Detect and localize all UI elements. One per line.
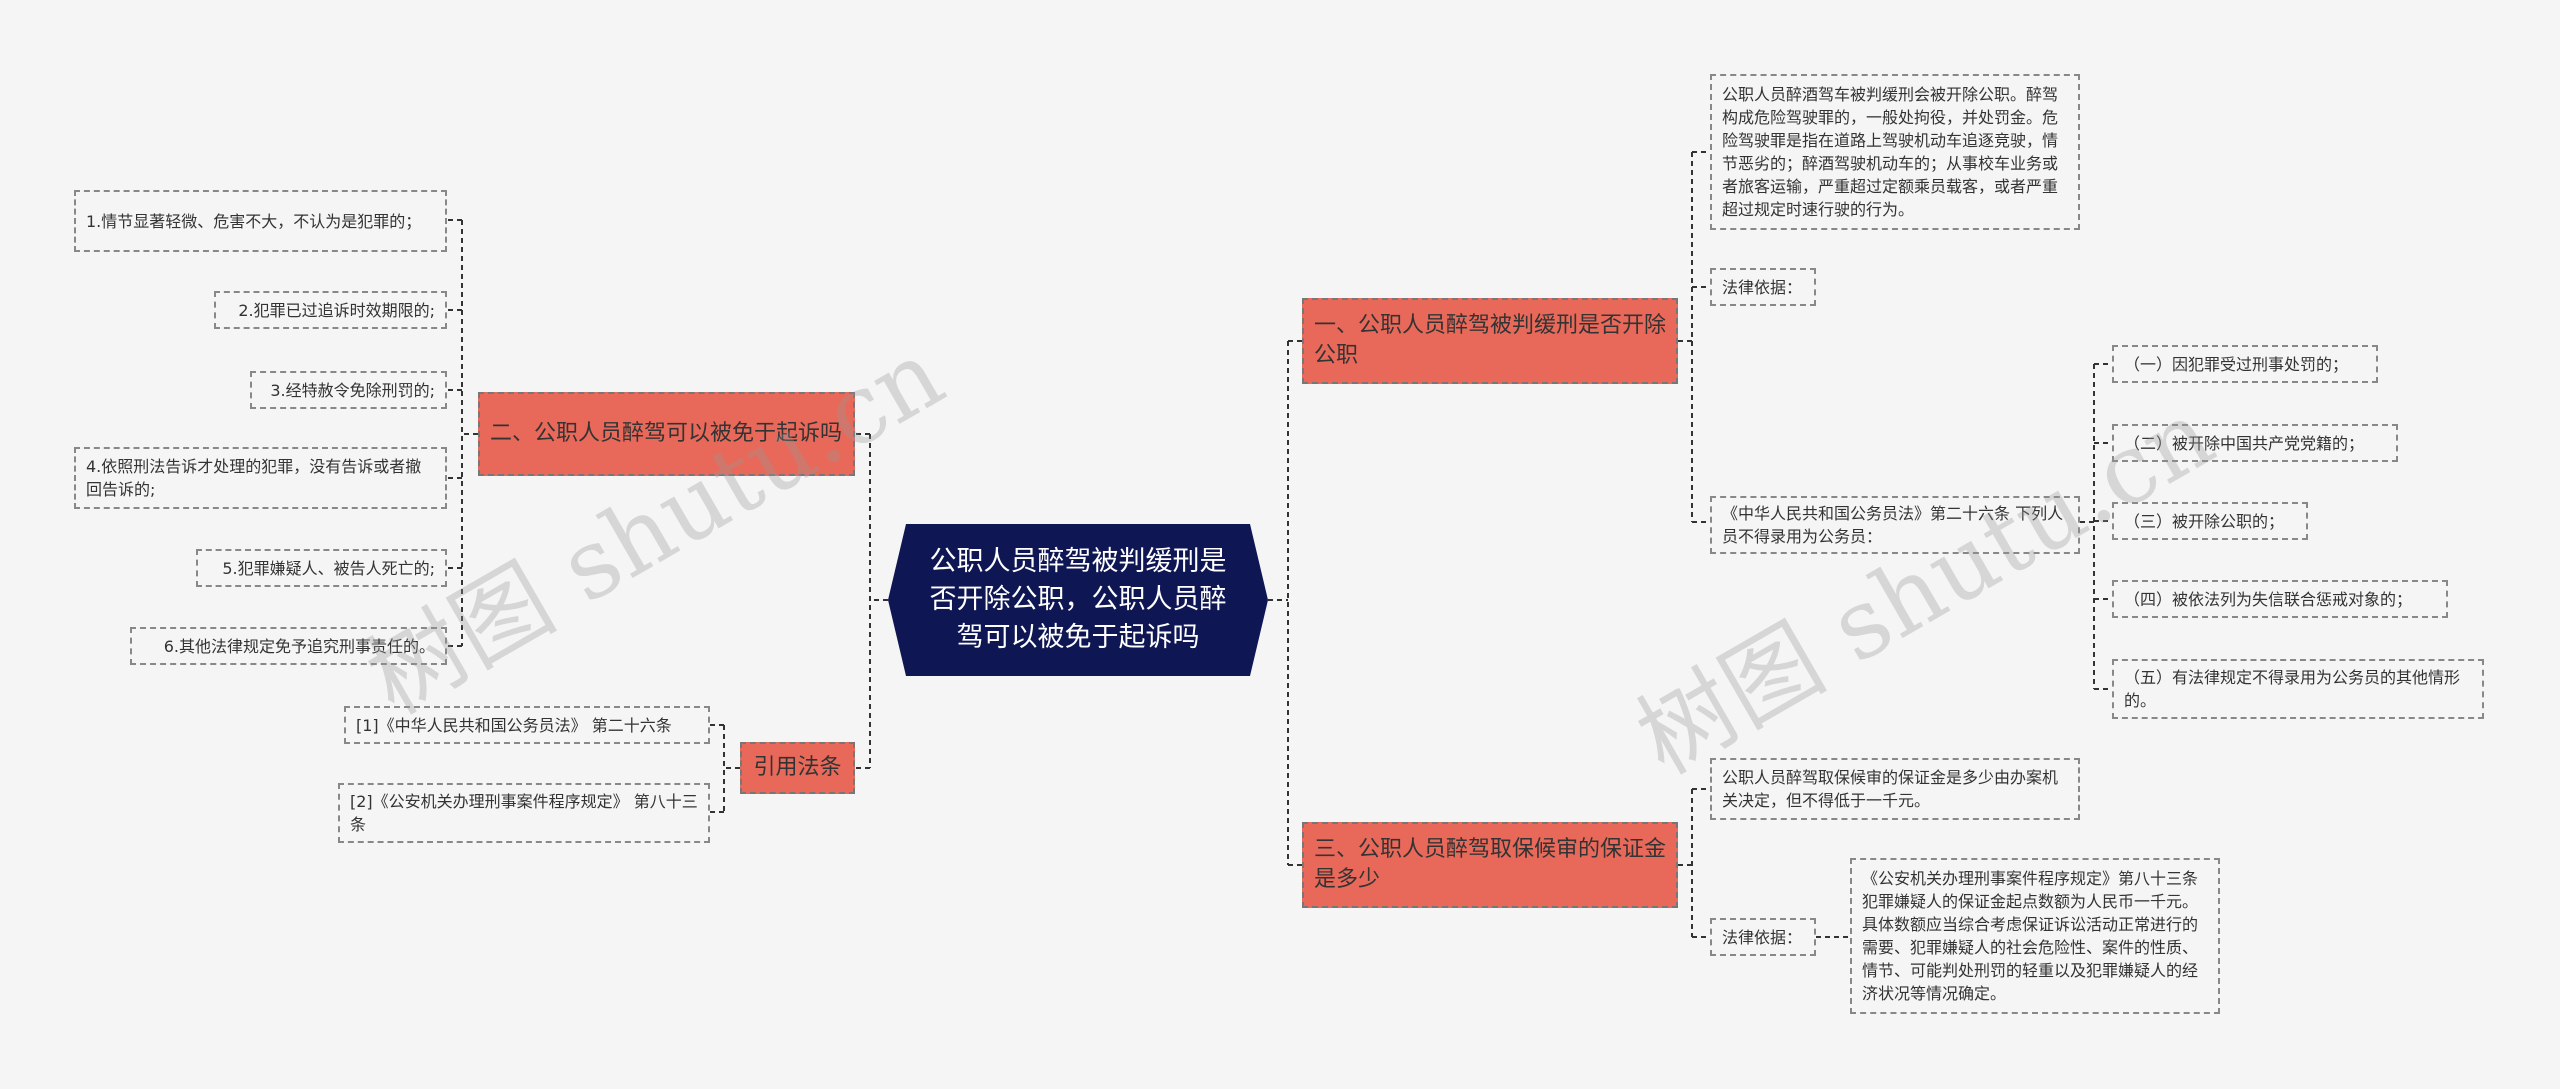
leaf-text: 法律依据：	[1722, 277, 1803, 297]
branch-cited-laws-label: 引用法条	[753, 755, 842, 780]
leaf-text: 6.其他法律规定免予追究刑事责任的。	[163, 636, 435, 656]
leaf-text: 法律依据：	[1722, 927, 1803, 947]
leaf-exemption-2[interactable]: 2.犯罪已过追诉时效期限的;	[214, 291, 447, 329]
leaf-police-procedure-art83[interactable]: 《公安机关办理刑事案件程序规定》第八十三条犯罪嫌疑人的保证金起点数额为人民币一千…	[1850, 858, 2220, 1014]
branch-2-label: 二、公职人员醉驾可以被免于起诉吗	[490, 421, 843, 446]
leaf-legal-basis-2[interactable]: 法律依据：	[1710, 918, 1816, 956]
leaf-text: 《中华人民共和国公务员法》第二十六条 下列人员不得录用为公务员：	[1722, 504, 2064, 546]
root-label: 公职人员醉驾被判缓刑是否开除公职，公职人员醉驾可以被免于起诉吗	[929, 546, 1227, 653]
leaf-art26-item-3[interactable]: （三）被开除公职的；	[2112, 502, 2308, 540]
leaf-citation-1[interactable]: [1]《中华人民共和国公务员法》 第二十六条	[344, 706, 710, 744]
branch-1-label: 一、公职人员醉驾被判缓刑是否开除公职	[1314, 313, 1667, 368]
leaf-text: （五）有法律规定不得录用为公务员的其他情形的。	[2124, 668, 2461, 710]
branch-3-node[interactable]: 三、公职人员醉驾取保候审的保证金是多少	[1302, 822, 1678, 908]
leaf-art26-item-5[interactable]: （五）有法律规定不得录用为公务员的其他情形的。	[2112, 659, 2484, 719]
branch-cited-laws-node[interactable]: 引用法条	[740, 742, 855, 794]
leaf-exemption-1[interactable]: 1.情节显著轻微、危害不大，不认为是犯罪的；	[74, 190, 447, 252]
leaf-exemption-4[interactable]: 4.依照刑法告诉才处理的犯罪，没有告诉或者撤回告诉的;	[74, 447, 447, 509]
leaf-art26-item-1[interactable]: （一）因犯罪受过刑事处罚的；	[2112, 345, 2378, 383]
leaf-text: （四）被依法列为失信联合惩戒对象的；	[2124, 589, 2413, 609]
leaf-citation-2[interactable]: [2]《公安机关办理刑事案件程序规定》 第八十三条	[338, 783, 710, 843]
leaf-text: 公职人员醉驾取保候审的保证金是多少由办案机关决定，但不得低于一千元。	[1722, 768, 2059, 810]
leaf-art26-item-2[interactable]: （二）被开除中国共产党党籍的；	[2112, 424, 2398, 462]
leaf-legal-basis-1[interactable]: 法律依据：	[1710, 268, 1816, 306]
branch-1-node[interactable]: 一、公职人员醉驾被判缓刑是否开除公职	[1302, 298, 1678, 384]
leaf-text: 2.犯罪已过追诉时效期限的;	[238, 300, 435, 320]
branch-2-node[interactable]: 二、公职人员醉驾可以被免于起诉吗	[478, 392, 855, 476]
leaf-exemption-6[interactable]: 6.其他法律规定免予追究刑事责任的。	[130, 627, 447, 665]
leaf-text: [1]《中华人民共和国公务员法》 第二十六条	[356, 715, 672, 735]
leaf-text: 3.经特赦令免除刑罚的;	[270, 380, 435, 400]
leaf-civil-servant-law-art26[interactable]: 《中华人民共和国公务员法》第二十六条 下列人员不得录用为公务员：	[1710, 496, 2080, 554]
leaf-art26-item-4[interactable]: （四）被依法列为失信联合惩戒对象的；	[2112, 580, 2448, 618]
leaf-drunk-driving-explanation[interactable]: 公职人员醉酒驾车被判缓刑会被开除公职。醉驾构成危险驾驶罪的，一般处拘役，并处罚金…	[1710, 74, 2080, 230]
leaf-text: （三）被开除公职的；	[2124, 511, 2285, 531]
leaf-bail-amount[interactable]: 公职人员醉驾取保候审的保证金是多少由办案机关决定，但不得低于一千元。	[1710, 758, 2080, 820]
leaf-text: 1.情节显著轻微、危害不大，不认为是犯罪的；	[86, 211, 422, 231]
leaf-text: （一）因犯罪受过刑事处罚的；	[2124, 354, 2349, 374]
root-node[interactable]: 公职人员醉驾被判缓刑是否开除公职，公职人员醉驾可以被免于起诉吗	[888, 524, 1268, 676]
leaf-text: 公职人员醉酒驾车被判缓刑会被开除公职。醉驾构成危险驾驶罪的，一般处拘役，并处罚金…	[1722, 85, 2059, 219]
leaf-text: 4.依照刑法告诉才处理的犯罪，没有告诉或者撤回告诉的;	[86, 457, 422, 499]
leaf-text: 5.犯罪嫌疑人、被告人死亡的;	[222, 558, 435, 578]
branch-3-label: 三、公职人员醉驾取保候审的保证金是多少	[1314, 837, 1667, 892]
leaf-text: [2]《公安机关办理刑事案件程序规定》 第八十三条	[350, 792, 698, 834]
leaf-text: （二）被开除中国共产党党籍的；	[2124, 433, 2365, 453]
leaf-text: 《公安机关办理刑事案件程序规定》第八十三条犯罪嫌疑人的保证金起点数额为人民币一千…	[1862, 869, 2199, 1003]
leaf-exemption-5[interactable]: 5.犯罪嫌疑人、被告人死亡的;	[196, 549, 447, 587]
leaf-exemption-3[interactable]: 3.经特赦令免除刑罚的;	[250, 371, 447, 409]
